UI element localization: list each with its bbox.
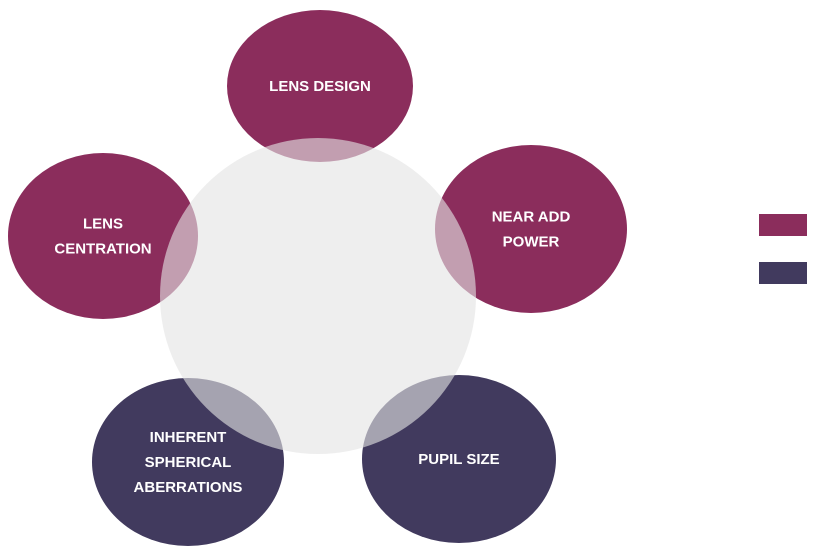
- inherent-spherical-aberrations-label-line: INHERENT: [150, 429, 227, 446]
- center-layer: [160, 138, 476, 454]
- node-layer: [8, 10, 627, 546]
- pupil-size-label: PUPIL SIZE: [418, 451, 499, 468]
- near-add-power-label-line: NEAR ADD: [492, 209, 571, 226]
- center-circle: [160, 138, 476, 454]
- label-layer: LENS DESIGN LENS CENTRATION NEAR ADD POWER IN…: [54, 78, 570, 496]
- pupil-size-label-line: PUPIL SIZE: [418, 451, 499, 468]
- lens-centration-label-line: CENTRATION: [54, 241, 151, 258]
- lens-centration-label-line: LENS: [83, 216, 123, 233]
- inherent-spherical-aberrations-label-line: SPHERICAL: [145, 454, 232, 471]
- near-add-power-circle: [435, 145, 627, 313]
- legend-swatch: [759, 214, 807, 236]
- near-add-power-label-line: POWER: [503, 234, 560, 251]
- legend: [759, 214, 807, 284]
- inherent-spherical-aberrations-label-line: ABERRATIONS: [134, 479, 243, 496]
- lens-design-label-line: LENS DESIGN: [269, 78, 371, 95]
- lens-design-label: LENS DESIGN: [269, 78, 371, 95]
- lens-design-circle: [227, 10, 413, 162]
- lens-centration-label: LENS CENTRATION: [54, 216, 151, 258]
- near-add-power-label: NEAR ADD POWER: [492, 209, 571, 251]
- legend-swatch: [759, 262, 807, 284]
- lens-centration-circle: [8, 153, 198, 319]
- inherent-spherical-aberrations-label: INHERENT SPHERICAL ABERRATIONS: [134, 429, 243, 496]
